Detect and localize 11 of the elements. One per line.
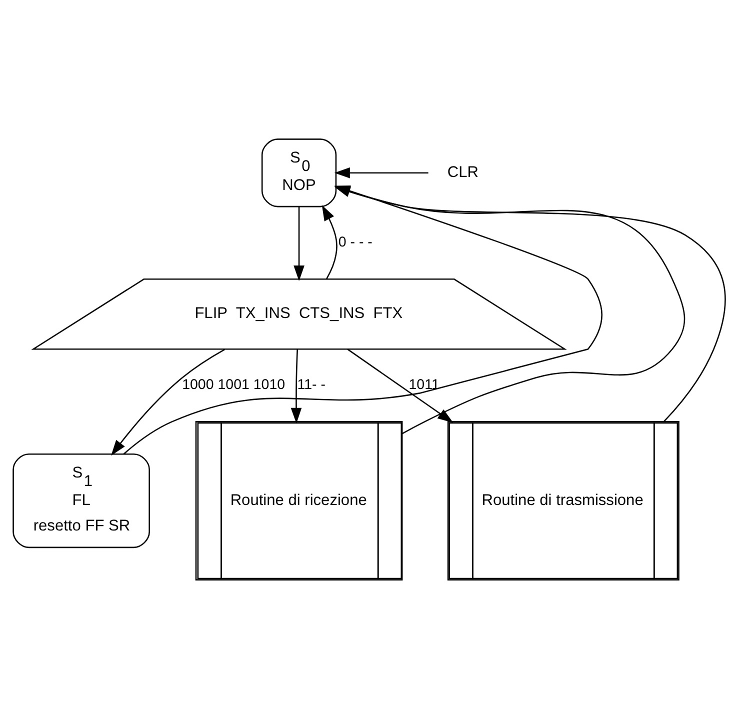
edge-label: 11- - xyxy=(297,377,326,394)
arrow xyxy=(290,349,302,424)
node-text: CLR xyxy=(447,164,479,181)
arrow xyxy=(334,167,428,178)
edge-label: 1000 1001 1010 xyxy=(182,377,286,394)
edge-label: 1011 xyxy=(408,377,440,394)
arrow xyxy=(322,205,338,280)
arrow xyxy=(294,206,304,282)
arrow xyxy=(111,348,226,456)
edge-label: 0 - - - xyxy=(338,234,372,250)
arrow xyxy=(347,348,454,423)
